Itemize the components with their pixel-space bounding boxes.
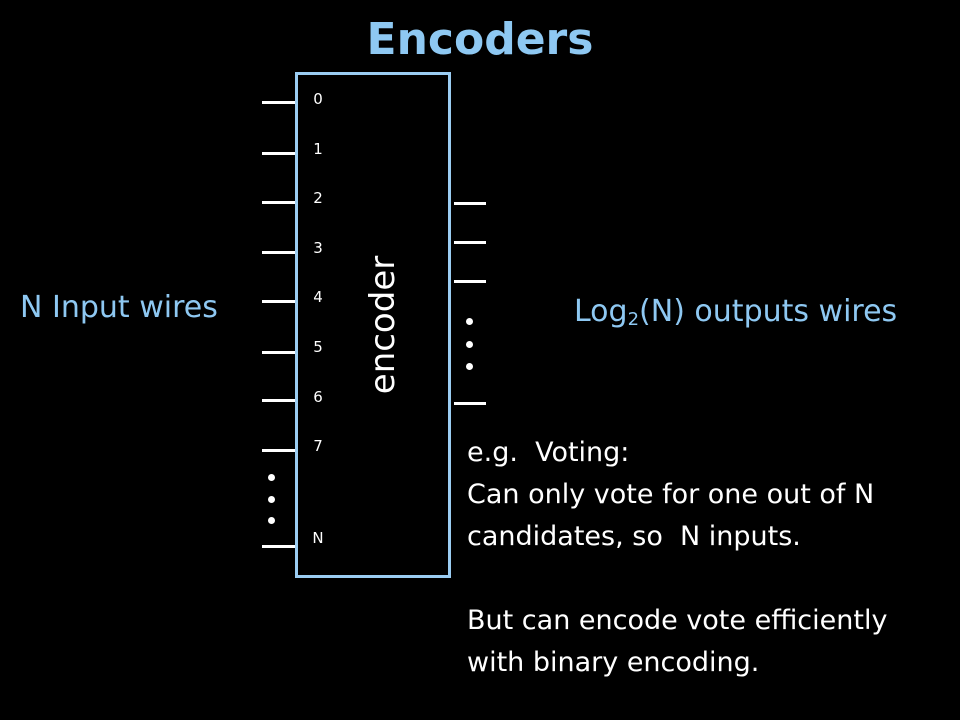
output-wire-0	[454, 202, 486, 205]
output-wire-1	[454, 241, 486, 244]
output-label-suffix: (N) outputs wires	[639, 294, 898, 329]
output-wires-label: Log2(N) outputs wires	[574, 294, 897, 330]
note-line-3: candidates, so N inputs.	[467, 521, 801, 552]
pin-label-2: 2	[313, 189, 323, 207]
pin-label-5: 5	[313, 338, 323, 356]
input-wire-n	[262, 545, 295, 548]
input-wire-3	[262, 251, 295, 254]
output-wire-2	[454, 280, 486, 283]
pin-label-n: N	[312, 529, 324, 547]
encoder-box	[295, 72, 451, 578]
output-ellipsis-icon	[464, 318, 474, 370]
note-line-2: Can only vote for one out of N	[467, 479, 875, 510]
input-wire-2	[262, 201, 295, 204]
input-wire-5	[262, 351, 295, 354]
output-wire-last	[454, 402, 486, 405]
note-line-4: But can encode vote efficiently	[467, 605, 888, 636]
pin-label-6: 6	[313, 388, 323, 406]
input-ellipsis-icon	[266, 474, 276, 524]
input-wires-label: N Input wires	[20, 290, 218, 325]
pin-label-7: 7	[313, 437, 323, 455]
note-line-5: with binary encoding.	[467, 647, 760, 678]
voting-example-note: e.g. Voting: Can only vote for one out o…	[467, 432, 957, 684]
input-wire-0	[262, 101, 295, 104]
input-wire-1	[262, 152, 295, 155]
pin-label-3: 3	[313, 239, 323, 257]
output-label-subscript: 2	[627, 309, 640, 330]
input-wire-7	[262, 449, 295, 452]
input-wire-4	[262, 300, 295, 303]
output-label-prefix: Log	[574, 294, 628, 329]
slide-title: Encoders	[366, 14, 594, 65]
pin-label-1: 1	[313, 140, 323, 158]
pin-label-0: 0	[313, 90, 323, 108]
encoder-label: encoder	[363, 255, 403, 395]
note-spacer	[467, 558, 957, 600]
input-wire-6	[262, 399, 295, 402]
pin-label-4: 4	[313, 288, 323, 306]
note-line-1: e.g. Voting:	[467, 437, 630, 468]
